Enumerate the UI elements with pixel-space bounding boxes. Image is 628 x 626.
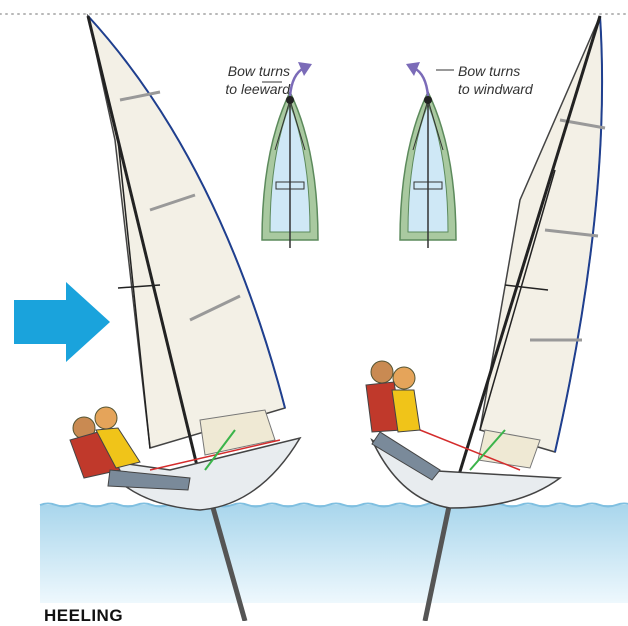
right-caption-line2: to windward <box>458 80 578 98</box>
right-caption: Bow turns to windward <box>458 62 578 98</box>
wind-arrow-icon <box>14 282 110 362</box>
curved-arrow-left-icon <box>414 68 428 96</box>
section-heading: HEELING <box>44 606 123 626</box>
topview-hull-left <box>262 92 318 248</box>
right-caption-line1: Bow turns <box>458 62 578 80</box>
left-caption-line1: Bow turns <box>182 62 290 80</box>
topview-hull-right <box>400 92 456 248</box>
curved-arrow-right-icon <box>290 68 304 96</box>
left-caption-line2: to leeward <box>182 80 290 98</box>
left-caption: Bow turns to leeward <box>182 62 290 98</box>
water <box>40 505 628 603</box>
right-crew <box>366 361 440 480</box>
